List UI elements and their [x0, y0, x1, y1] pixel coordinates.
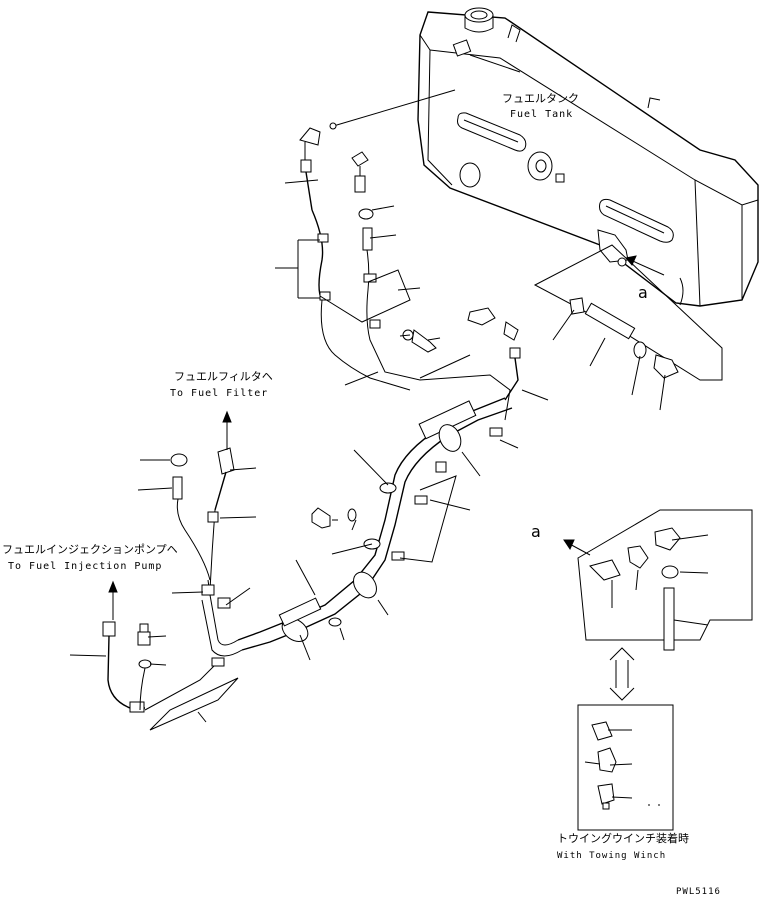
main-fuel-pipe	[201, 397, 513, 657]
up-arrow-icon	[108, 410, 232, 620]
return-line	[299, 127, 411, 391]
winch-label-jp: トウイングウインチ装着時	[557, 832, 689, 845]
to-pump-label-jp: フュエルインジェクションポンプヘ	[2, 543, 178, 556]
supply-line	[351, 151, 511, 421]
to-pump-label-en: To Fuel Injection Pump	[8, 561, 163, 572]
double-arrow-icon	[609, 647, 635, 701]
to-filter-label-jp: フュエルフィルタヘ	[174, 370, 273, 383]
detail-a-box	[577, 509, 753, 651]
leader-lines	[69, 179, 709, 806]
left-arrow-icon	[563, 255, 665, 556]
drawing-number: PWL5116	[676, 887, 721, 897]
fuel-tank	[417, 7, 759, 307]
fuel-tank-label-jp: フュエルタンク	[502, 92, 579, 105]
detail-ref-a-bottom: a	[531, 522, 541, 541]
to-filter-label-en: To Fuel Filter	[170, 388, 269, 399]
towing-winch-box	[577, 704, 674, 831]
detail-ref-a-top: a	[638, 283, 648, 302]
filter-hose	[201, 447, 235, 596]
fuel-tank-label-en: Fuel Tank	[510, 109, 574, 120]
winch-label-en: With Towing Winch	[557, 851, 667, 861]
